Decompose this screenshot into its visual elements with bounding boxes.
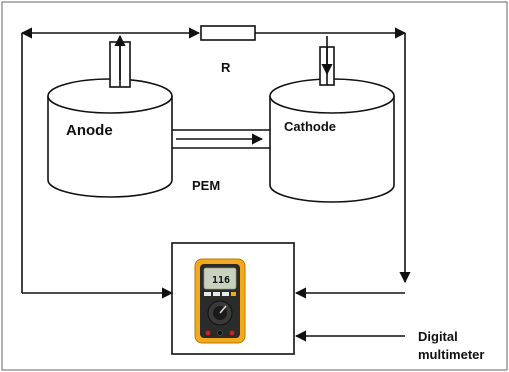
multimeter-display-reading: 116 [212,275,230,286]
pem-label: PEM [192,178,220,193]
anode-chamber [47,78,173,198]
cathode-chamber [269,78,395,203]
multimeter-label-line2: multimeter [418,347,484,362]
resistor [200,25,256,41]
anode-label: Anode [66,122,113,139]
right-wire [294,33,411,299]
multimeter-label-line1: Digital [418,329,458,344]
digital-multimeter-icon [194,258,246,344]
cathode-label: Cathode [284,119,336,134]
left-wire [21,33,174,299]
pem-channel [172,129,270,149]
resistor-label: R [221,60,231,75]
